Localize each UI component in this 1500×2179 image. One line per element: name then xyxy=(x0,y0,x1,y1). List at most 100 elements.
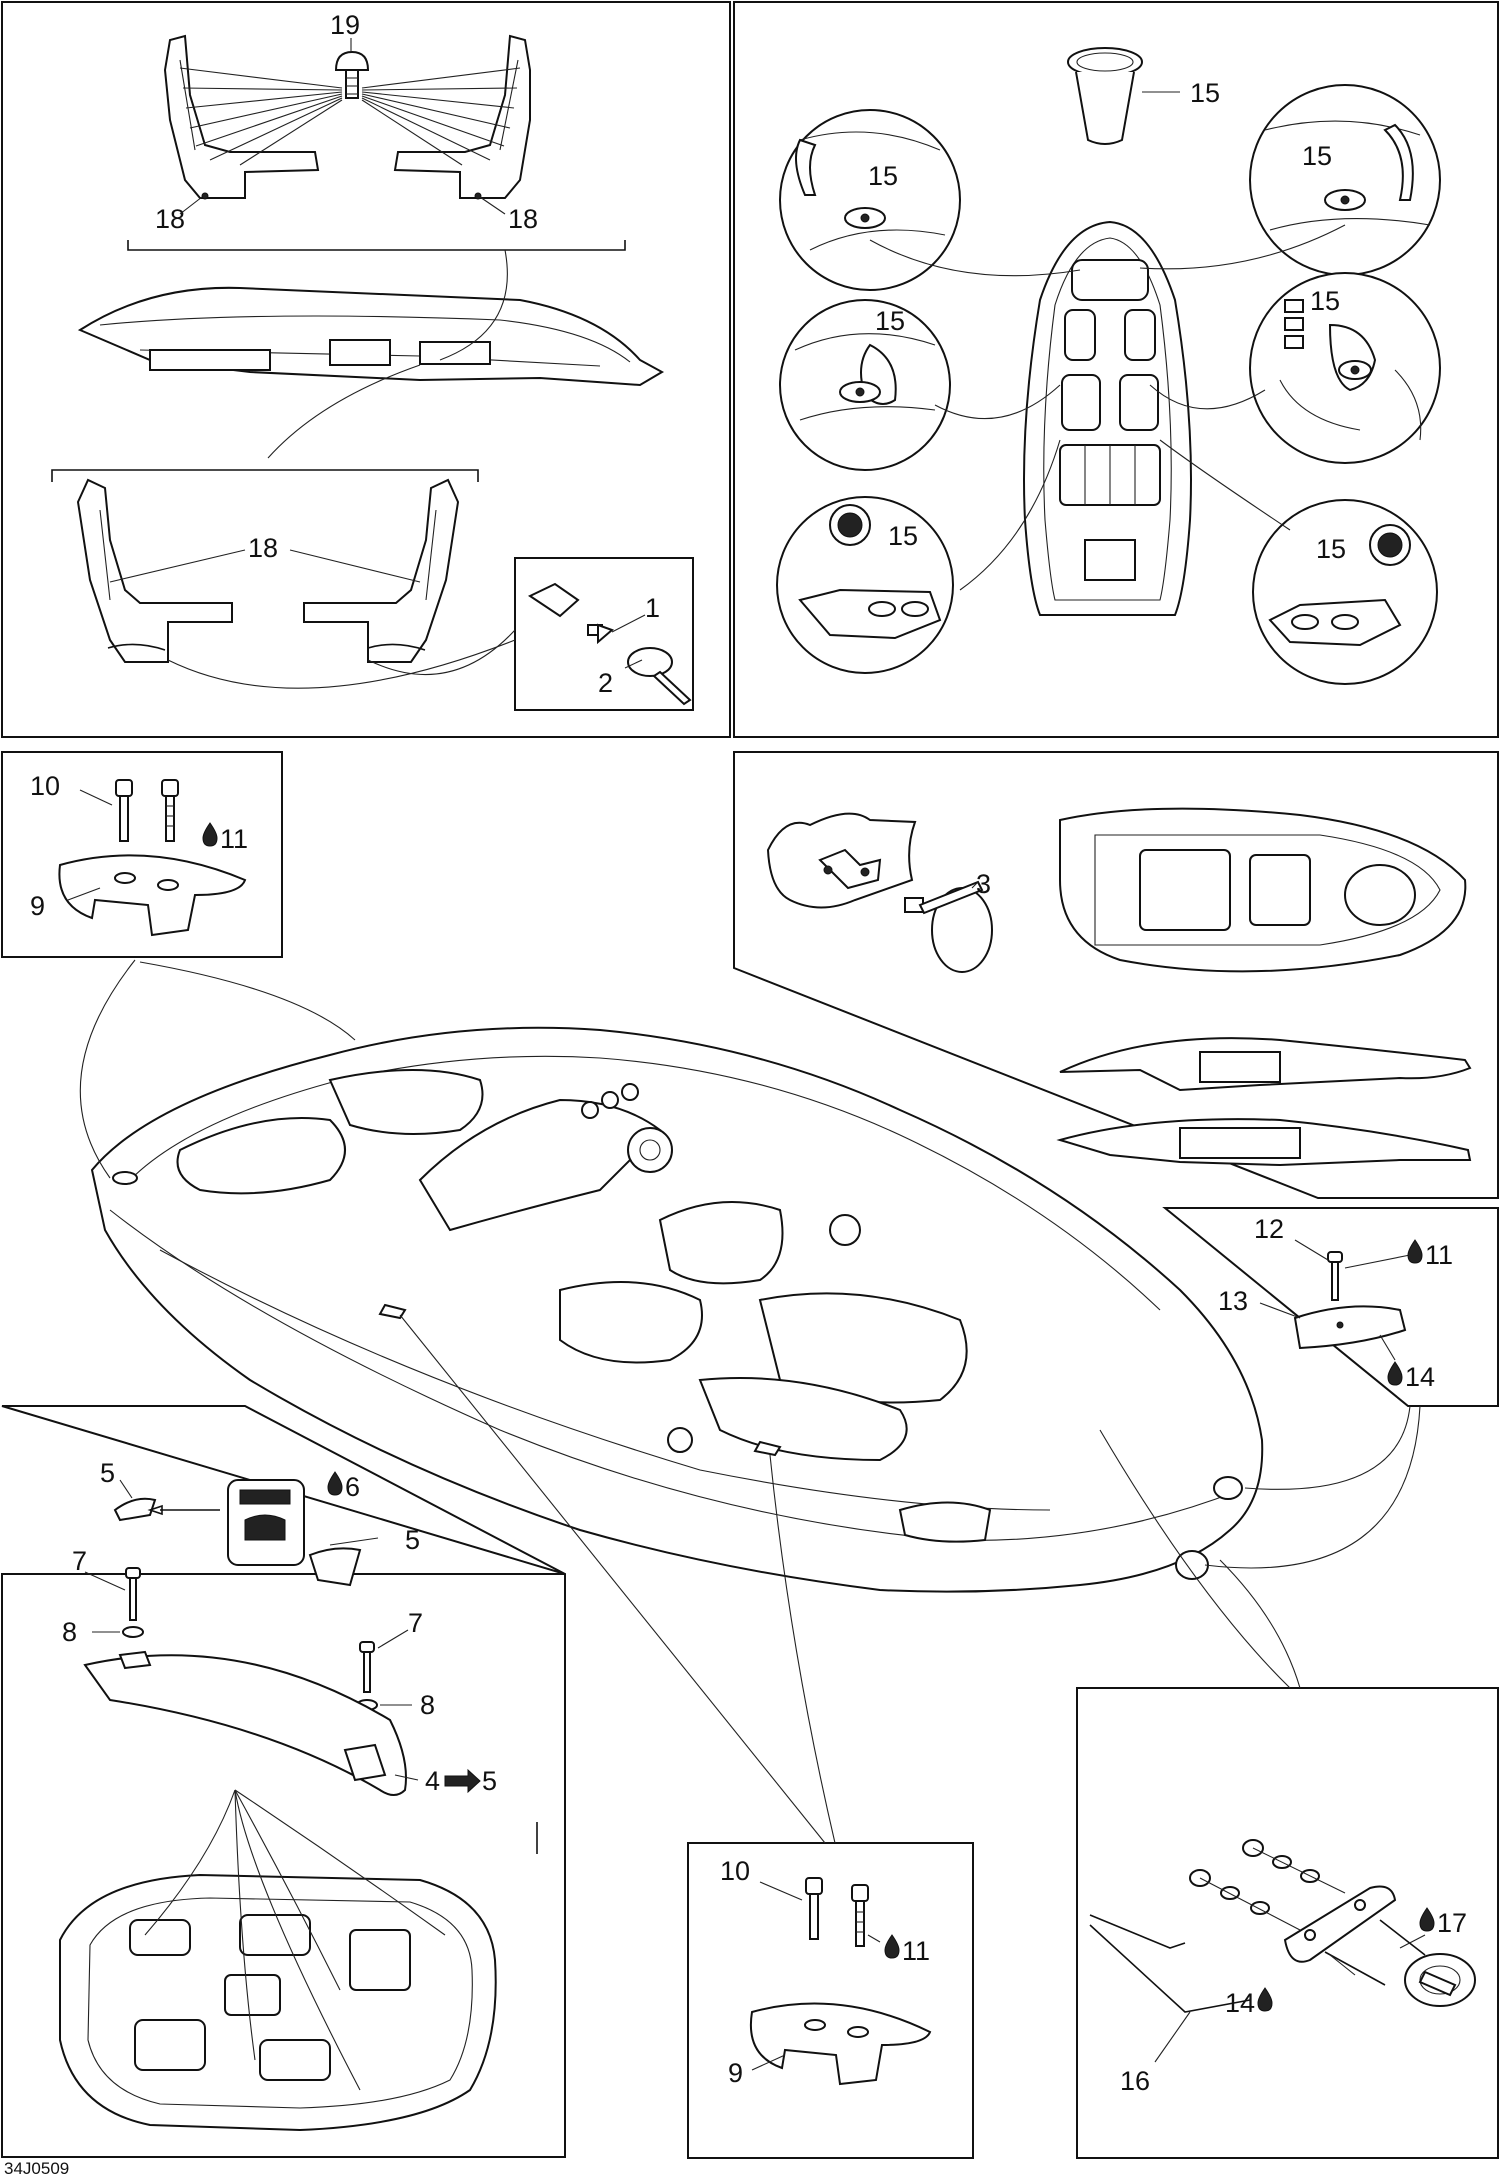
cable-tie-part-2 xyxy=(627,647,692,706)
screw-part-12 xyxy=(1327,1251,1343,1301)
detail-circle-5 xyxy=(776,496,954,674)
fender-light-part-4 xyxy=(83,1650,407,1796)
callout-6: 6 xyxy=(345,1472,360,1502)
callout-5-right: 5 xyxy=(405,1525,420,1555)
callout-14-bottom: 14 xyxy=(1225,1988,1255,2018)
callout-10-center: 10 xyxy=(720,1856,750,1886)
callout-1: 1 xyxy=(645,593,660,623)
callout-15-c3: 15 xyxy=(875,306,905,336)
callout-11-right: 11 xyxy=(1425,1240,1453,1270)
side-panel-left-bottom xyxy=(76,478,233,663)
side-panel-right-bottom xyxy=(303,478,460,663)
screw-part-11-center xyxy=(851,1884,869,1947)
panel-mid-left: 10 11 9 xyxy=(30,771,248,937)
drop-icon xyxy=(1407,1239,1423,1264)
callout-15-c2: 15 xyxy=(1302,141,1332,171)
hull-low-profile xyxy=(1056,1118,1472,1167)
light-housing-part-6 xyxy=(227,1479,305,1566)
cap-part-5-left xyxy=(113,1497,157,1522)
screw-part-10-left xyxy=(115,779,133,842)
cleat-part-9-center xyxy=(749,2002,932,2086)
arrow-right-icon xyxy=(444,1768,481,1794)
panel-frame-top-right xyxy=(733,1,1499,738)
hull-top-dots xyxy=(1059,807,1467,973)
callout-18-right: 18 xyxy=(508,204,538,234)
leader-curves-right xyxy=(869,224,1346,591)
callout-11-left: 11 xyxy=(220,824,248,854)
panel-bottom-right: 17 14 16 xyxy=(1089,1839,1476,2096)
hull-mid-profile xyxy=(1059,1037,1472,1092)
callout-14-right: 14 xyxy=(1405,1362,1435,1392)
bracket-clip-part xyxy=(766,812,917,909)
screw-part-7-lower xyxy=(359,1641,375,1693)
callout-2: 2 xyxy=(598,668,613,698)
hull-side-profile xyxy=(77,286,665,387)
panel-top-right: 15 xyxy=(776,47,1441,685)
drop-icon xyxy=(1419,1907,1435,1932)
drop-icon xyxy=(1257,1987,1273,2012)
screw-part-7-upper xyxy=(125,1567,141,1621)
cup-holder-part-15 xyxy=(1067,47,1143,145)
side-panel-left-top xyxy=(163,34,320,199)
plate-part xyxy=(1283,1885,1397,1963)
screw-part-10-center xyxy=(805,1877,823,1940)
callout-18-lower: 18 xyxy=(248,533,278,563)
callout-15-c5: 15 xyxy=(888,521,918,551)
handle-part-17 xyxy=(1379,1919,1476,2007)
push-rivet-part-19 xyxy=(334,50,370,99)
drop-icon xyxy=(884,1934,900,1959)
panel-frame-bottom-right xyxy=(1076,1687,1499,2159)
panel-mid-right: 3 xyxy=(766,807,1472,1167)
callout-15-c4: 15 xyxy=(1310,286,1340,316)
cleat-part-9-left xyxy=(58,854,247,937)
callout-8-lower: 8 xyxy=(420,1690,435,1720)
side-panel-right-top xyxy=(393,34,531,199)
callout-13: 13 xyxy=(1218,1286,1248,1316)
callout-11-center: 11 xyxy=(902,1936,930,1966)
cleat-part-13 xyxy=(1293,1305,1407,1350)
cap-part-5-right xyxy=(308,1547,362,1587)
drop-icon xyxy=(327,1471,343,1496)
callout-4: 4 xyxy=(425,1766,440,1796)
callout-7-lower: 7 xyxy=(408,1608,423,1638)
panel-frame-mid-left xyxy=(1,751,283,958)
boat-main-view xyxy=(90,1026,1264,1593)
panel-top-left: 19 18 18 18 1 2 xyxy=(51,10,694,711)
callout-10-left: 10 xyxy=(30,771,60,801)
leader-fan xyxy=(179,67,521,166)
callout-15-c1: 15 xyxy=(868,161,898,191)
bolt-part-14 xyxy=(1324,1951,1386,1986)
detail-circle-2 xyxy=(1249,84,1441,276)
panel-bottom-left: 5 6 7 5 8 7 8 4 5 xyxy=(59,1458,538,2132)
callout-7-upper: 7 xyxy=(72,1546,87,1576)
callout-18-left: 18 xyxy=(155,204,185,234)
callout-17: 17 xyxy=(1437,1908,1467,1938)
detail-circle-1 xyxy=(779,109,961,291)
leader-lines-lower xyxy=(144,1789,446,2091)
callout-5-upper: 5 xyxy=(100,1458,115,1488)
detail-circle-6 xyxy=(1252,499,1438,685)
callout-16: 16 xyxy=(1120,2066,1150,2096)
nut-washer-set xyxy=(1189,1839,1320,1915)
callout-15-cup: 15 xyxy=(1190,78,1220,108)
cable-tie-part-3 xyxy=(904,880,993,973)
leader-lines-main xyxy=(79,959,1421,1844)
detail-circle-4 xyxy=(1249,272,1441,464)
panel-frame-bottom-center xyxy=(687,1842,974,2159)
callout-3: 3 xyxy=(976,869,991,899)
callout-15-c6: 15 xyxy=(1316,534,1346,564)
clip-part-1 xyxy=(527,582,614,645)
boat-top-view xyxy=(1023,220,1192,616)
panel-frame-top-left xyxy=(1,1,731,738)
drawing-code: 34J0509 xyxy=(4,2159,69,2178)
panel-right-small: 12 11 13 14 xyxy=(1218,1214,1453,1392)
callout-8-upper: 8 xyxy=(62,1617,77,1647)
callout-9-left: 9 xyxy=(30,891,45,921)
boat-lower-top-view xyxy=(59,1873,497,2132)
callout-5-lower: 5 xyxy=(482,1766,497,1796)
panel-bottom-center: 10 11 9 xyxy=(720,1856,932,2088)
panel-frame-mid-right xyxy=(733,751,1499,1199)
inset-clip-box xyxy=(514,557,694,711)
drop-icon xyxy=(202,822,218,847)
